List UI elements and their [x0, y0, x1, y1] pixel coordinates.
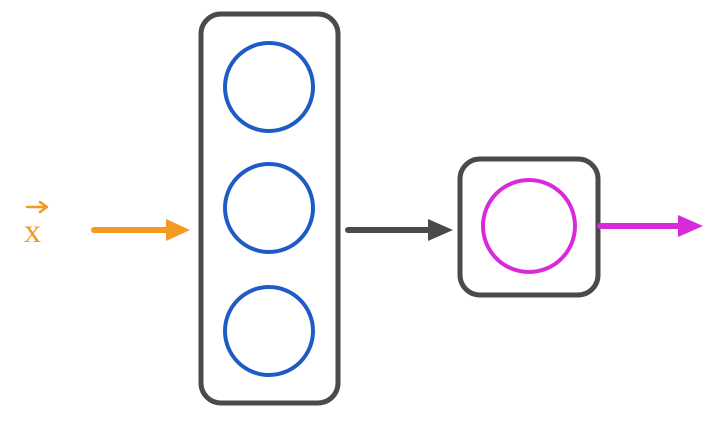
input-variable-x: x	[24, 213, 41, 250]
output-neuron	[481, 178, 577, 274]
hidden-layer	[198, 11, 341, 406]
hidden-layer-box	[198, 11, 341, 406]
input-arrow	[91, 219, 190, 241]
hidden-to-output-arrow	[345, 219, 453, 241]
hidden-neuron-1	[223, 41, 315, 133]
vector-arrow-icon	[25, 200, 49, 214]
hidden-neuron-2	[223, 162, 315, 254]
output-arrow	[597, 215, 703, 237]
output-layer	[457, 156, 601, 298]
hidden-neuron-3	[223, 285, 315, 377]
input-label: x	[24, 200, 49, 250]
